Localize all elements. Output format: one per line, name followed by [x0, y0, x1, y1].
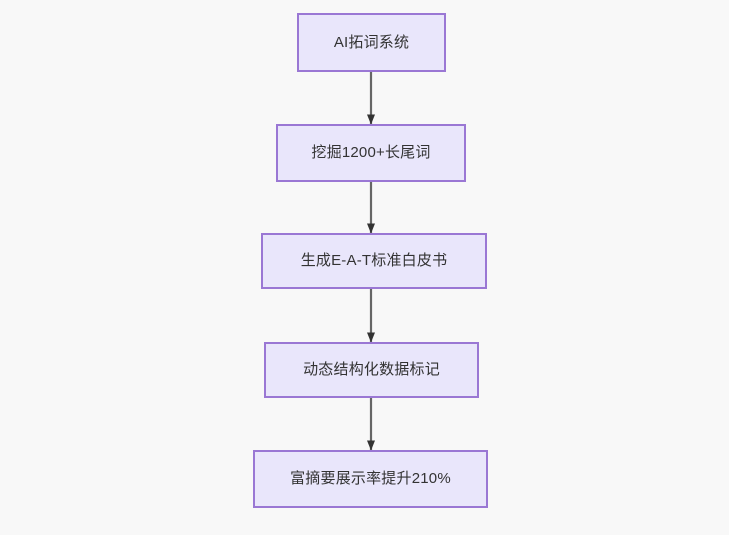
node-label: 富摘要展示率提升210% — [290, 470, 451, 487]
node-label: 生成E-A-T标准白皮书 — [300, 252, 448, 269]
flowchart-node-ai-keyword-system[interactable]: AI拓词系统 — [297, 13, 446, 72]
node-label: 动态结构化数据标记 — [303, 361, 440, 378]
flowchart-node-rich-snippet-result[interactable]: 富摘要展示率提升210% — [253, 450, 488, 508]
flowchart-node-structured-data-markup[interactable]: 动态结构化数据标记 — [264, 342, 479, 398]
node-label: 挖掘1200+长尾词 — [311, 144, 431, 161]
flowchart-node-longtail-keywords[interactable]: 挖掘1200+长尾词 — [276, 124, 466, 182]
flowchart-node-eat-whitepaper[interactable]: 生成E-A-T标准白皮书 — [261, 233, 487, 289]
node-label: AI拓词系统 — [333, 33, 410, 51]
